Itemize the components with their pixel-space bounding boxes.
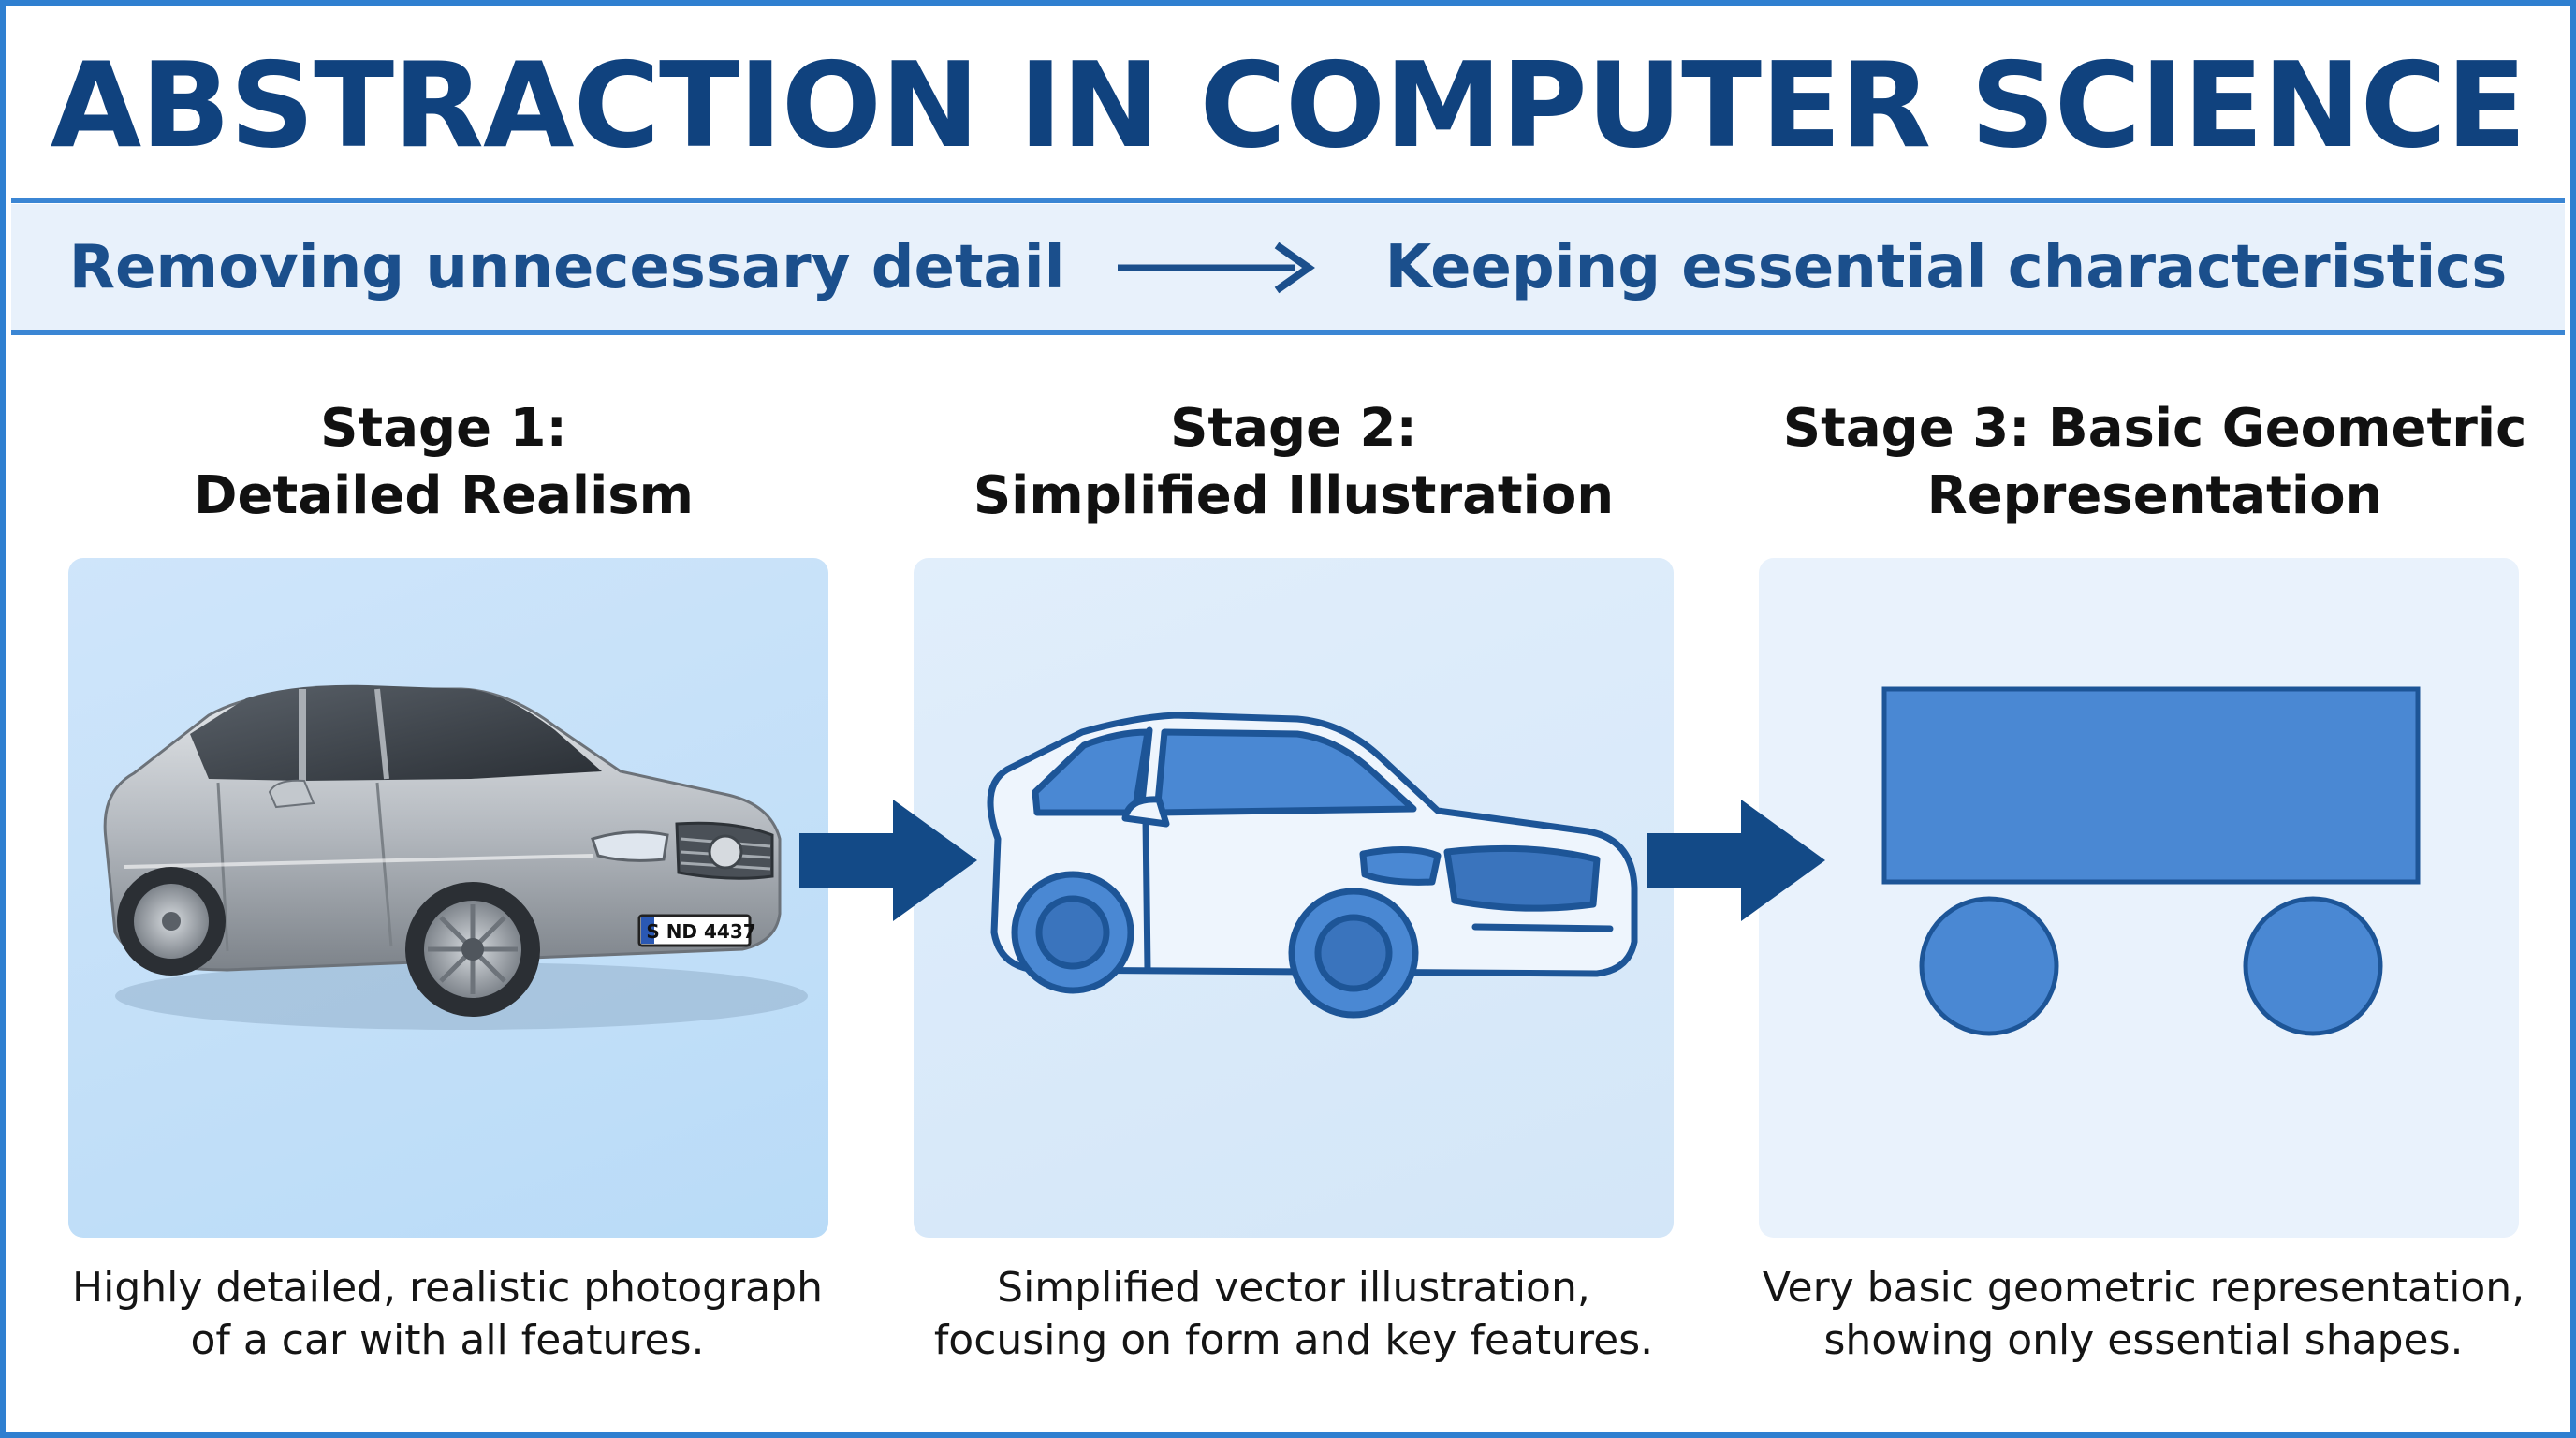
stage-2-panel xyxy=(914,558,1674,1238)
stage-1-caption-line1: Highly detailed, realistic photograph xyxy=(72,1264,823,1312)
stage-3-title: Stage 3: Basic Geometric Representation xyxy=(1771,395,2539,530)
arrow-right-icon xyxy=(799,800,977,921)
stage-3-caption-line2: showing only essential shapes. xyxy=(1823,1316,2464,1364)
stage-3-title-line2: Representation xyxy=(1926,465,2383,526)
stage-1-title-line1: Stage 1: xyxy=(320,398,567,459)
stage-3-caption-line1: Very basic geometric representation, xyxy=(1762,1264,2525,1312)
subtitle-bar: Removing unnecessary detail Keeping esse… xyxy=(11,204,2565,335)
vector-car-illustration xyxy=(987,712,1638,1019)
license-plate-text: S ND 4437 xyxy=(646,920,755,943)
stage-1-title: Stage 1: Detailed Realism xyxy=(60,395,827,530)
stage-2-caption: Simplified vector illustration, focusing… xyxy=(900,1262,1687,1367)
geometric-wheel-left xyxy=(1919,896,2059,1036)
stage-1-caption: Highly detailed, realistic photograph of… xyxy=(54,1262,841,1367)
subtitle-left: Removing unnecessary detail xyxy=(68,232,1065,302)
stage-3-title-line1: Stage 3: Basic Geometric xyxy=(1782,398,2527,459)
stage-2-title-line1: Stage 2: xyxy=(1170,398,1417,459)
stage-2-caption-line1: Simplified vector illustration, xyxy=(997,1264,1590,1312)
subtitle-right: Keeping essential characteristics xyxy=(1384,232,2508,302)
stage-1-title-line2: Detailed Realism xyxy=(194,465,694,526)
stage-3-caption: Very basic geometric representation, sho… xyxy=(1750,1262,2537,1367)
page-title: ABSTRACTION IN COMPUTER SCIENCE xyxy=(50,36,2526,174)
arrow-right-icon xyxy=(1647,800,1825,921)
geometric-body-rectangle xyxy=(1881,686,2421,885)
geometric-car-shapes xyxy=(1881,686,2421,1036)
realistic-car-photo: S ND 4437 xyxy=(103,684,808,1030)
stage-2-caption-line2: focusing on form and key features. xyxy=(933,1316,1654,1364)
stage-3-panel xyxy=(1759,558,2519,1238)
title-bar: ABSTRACTION IN COMPUTER SCIENCE xyxy=(11,11,2565,203)
stage-1-caption-line2: of a car with all features. xyxy=(190,1316,705,1364)
arrow-right-icon xyxy=(1117,242,1315,293)
stage-2-title-line2: Simplified Illustration xyxy=(973,465,1615,526)
stage-2-title: Stage 2: Simplified Illustration xyxy=(910,395,1677,530)
stage-1-panel: S ND 4437 xyxy=(68,558,828,1238)
geometric-wheel-right xyxy=(2243,896,2383,1036)
